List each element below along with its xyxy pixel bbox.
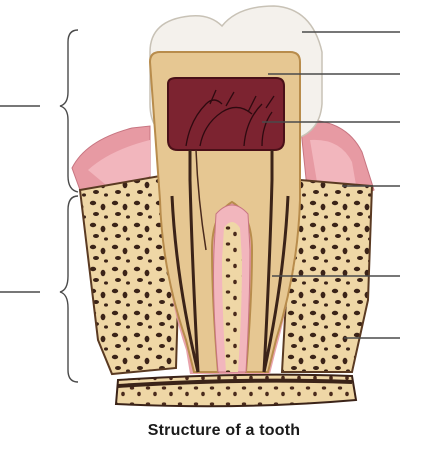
brace-root (59, 195, 79, 383)
pulp-nerves (185, 89, 275, 147)
brace-crown (59, 29, 79, 193)
caption-regular: Structure (147, 422, 221, 439)
caption-bold: of a tooth (225, 422, 301, 439)
figure-caption: Structure of a tooth (0, 422, 448, 440)
root-canal-right (262, 150, 274, 373)
pulp-chamber (167, 77, 285, 151)
root-canal-left (188, 150, 200, 373)
left-braces (0, 29, 79, 383)
leader-lines (262, 31, 400, 339)
